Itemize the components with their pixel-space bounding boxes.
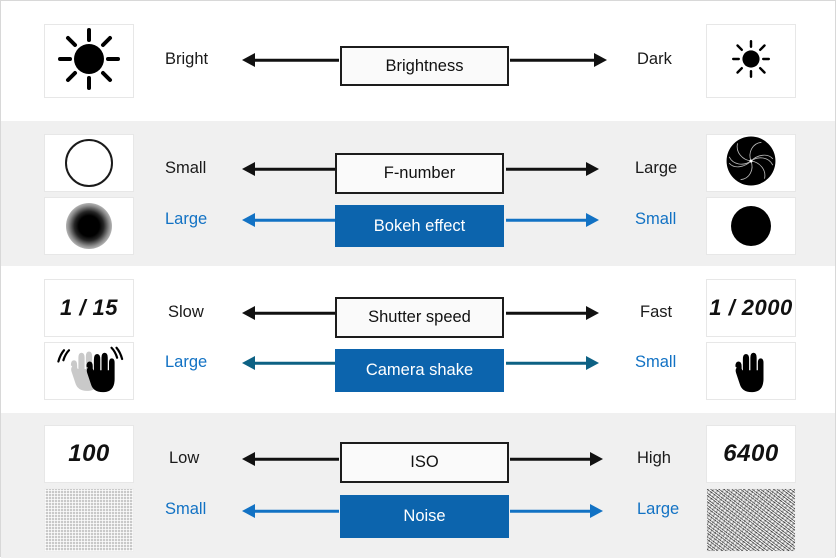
thumb-noise-fine (44, 488, 134, 552)
arrow-head (242, 53, 255, 67)
arrow-head (594, 53, 607, 67)
arrow-shaft (506, 218, 586, 222)
thumb-iso-high: 6400 (706, 425, 796, 483)
arrow-shaft (255, 218, 335, 222)
label-left-noise: Small (165, 500, 207, 518)
box-shutter-speed[interactable]: Shutter speed (335, 297, 504, 338)
arrow-shaft (506, 167, 586, 171)
box-noise[interactable]: Noise (340, 495, 509, 538)
label-left-f-number: Small (165, 159, 207, 177)
arrow-head (242, 306, 255, 320)
arrow-head (586, 356, 599, 370)
shaking-hand-icon (52, 344, 126, 399)
label-left-bokeh: Large (165, 210, 208, 228)
label-left-iso: Low (169, 449, 200, 467)
thumb-shutter-slow: 1 / 15 (44, 279, 134, 337)
box-camera-shake[interactable]: Camera shake (335, 349, 504, 392)
sun-small-icon (732, 39, 770, 83)
box-brightness[interactable]: Brightness (340, 46, 509, 86)
label-right-f-number: Large (635, 159, 678, 177)
arrow-shaft (255, 167, 335, 171)
arrow-shaft (510, 457, 590, 461)
arrow-head (586, 306, 599, 320)
arrow-head (242, 452, 255, 466)
arrow-head (590, 504, 603, 518)
label-left-camera-shake: Large (165, 353, 208, 371)
steady-hand-icon (729, 344, 773, 399)
label-left-shutter: Slow (168, 303, 204, 321)
arrow-head (242, 162, 255, 176)
thumb-aperture-blades (706, 134, 796, 192)
shutter-value-fast-icon: 1 / 2000 (709, 295, 793, 320)
label-right-brightness: Dark (637, 50, 672, 68)
box-iso[interactable]: ISO (340, 442, 509, 483)
thumb-noise-coarse (706, 488, 796, 552)
label-right-bokeh: Small (635, 210, 677, 228)
arrow-shaft (510, 58, 594, 62)
thumb-aperture-open (44, 134, 134, 192)
label-left-brightness: Bright (165, 50, 209, 68)
label-right-shutter: Fast (640, 303, 673, 321)
thumb-shutter-fast: 1 / 2000 (706, 279, 796, 337)
arrow-shaft (255, 457, 339, 461)
thumb-bokeh-blurred (44, 197, 134, 255)
label-right-iso: High (637, 449, 671, 467)
box-f-number[interactable]: F-number (335, 153, 504, 194)
thumb-steady-hand (706, 342, 796, 400)
thumb-shaking-hand (44, 342, 134, 400)
arrow-head (242, 356, 255, 370)
bokeh-blurred-dot-icon (66, 203, 112, 249)
arrow-head (590, 452, 603, 466)
noise-fine-texture-icon (45, 489, 133, 551)
arrow-shaft (506, 361, 586, 365)
thumb-sun-large (44, 24, 134, 98)
bokeh-sharp-dot-icon (731, 206, 771, 246)
label-right-camera-shake: Small (635, 353, 677, 371)
arrow-shaft (255, 311, 335, 315)
arrow-head (242, 504, 255, 518)
arrow-head (242, 213, 255, 227)
noise-coarse-texture-icon (707, 489, 795, 551)
aperture-open-circle-icon (65, 139, 113, 187)
aperture-blades-icon (725, 135, 777, 191)
thumb-iso-low: 100 (44, 425, 134, 483)
shutter-value-slow-icon: 1 / 15 (59, 295, 119, 320)
arrow-shaft (255, 509, 339, 513)
arrow-head (586, 213, 599, 227)
label-right-noise: Large (637, 500, 680, 518)
arrow-shaft (510, 509, 590, 513)
sun-large-icon (58, 27, 120, 95)
arrow-head (586, 162, 599, 176)
arrow-shaft (255, 361, 335, 365)
thumb-bokeh-sharp (706, 197, 796, 255)
arrow-shaft (506, 311, 586, 315)
arrow-shaft (255, 58, 339, 62)
thumb-sun-small (706, 24, 796, 98)
iso-value-low-icon: 100 (68, 440, 110, 467)
iso-value-high-icon: 6400 (723, 440, 779, 467)
box-bokeh-effect[interactable]: Bokeh effect (335, 205, 504, 247)
